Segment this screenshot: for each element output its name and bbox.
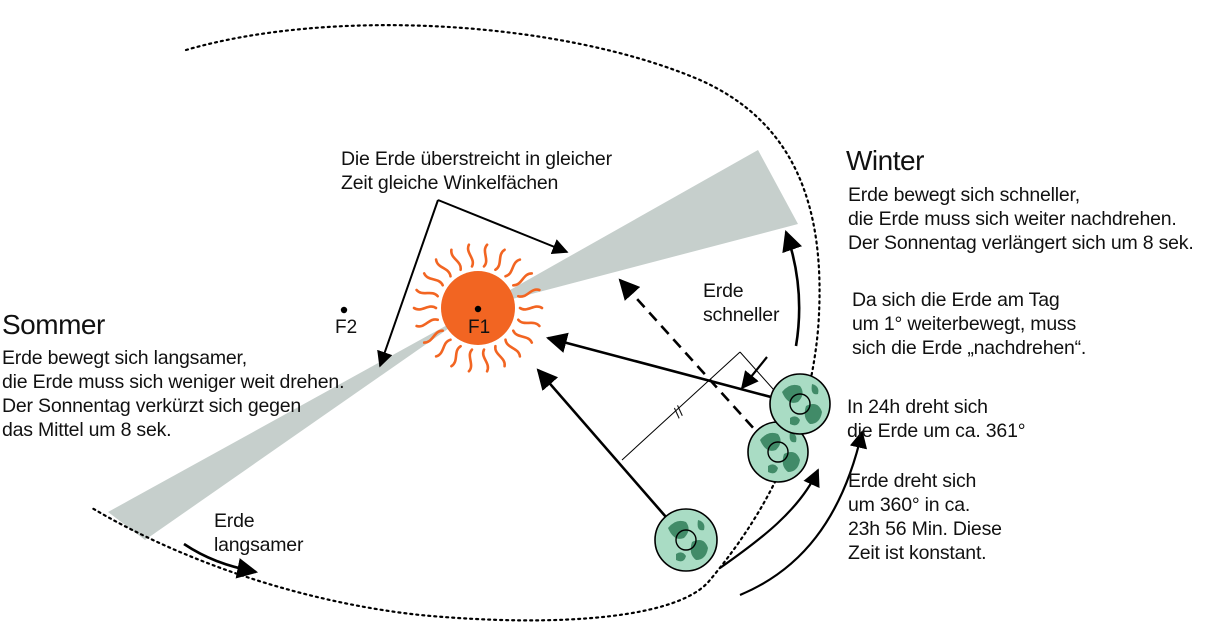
sun-ray	[467, 348, 474, 373]
sun-ray	[481, 348, 490, 373]
sun-ray	[517, 318, 541, 328]
arrow-360-rotation	[719, 468, 820, 569]
winter-desc-line-1: Erde bewegt sich schneller,	[848, 184, 1080, 206]
summer-desc-line-2: die Erde muss sich weniger weit drehen.	[2, 371, 345, 393]
rotation-361-line-1: In 24h dreht sich	[847, 396, 988, 418]
rotation-361-note: In 24h dreht sich die Erde um ca. 361°	[847, 395, 1026, 443]
rotation-360-line-1: Erde dreht sich	[848, 470, 977, 492]
sun-ray	[482, 243, 489, 268]
callout-to-winter-sector	[437, 199, 569, 255]
focus-1-label: F1	[468, 317, 490, 338]
arrow-summer-motion	[183, 542, 259, 579]
summer-description: Erde bewegt sich langsamer, die Erde mus…	[2, 346, 344, 442]
summer-desc-line-1: Erde bewegt sich langsamer,	[2, 347, 247, 369]
focus-2-label: F2	[335, 317, 357, 338]
nachdrehen-note: Da sich die Erde am Tag um 1° weiterbewe…	[852, 288, 1086, 360]
nachdrehen-line-1: Da sich die Erde am Tag	[852, 289, 1060, 311]
callout-to-summer-sector	[377, 199, 439, 368]
sun-ray	[415, 288, 439, 298]
rotation-360-line-3: 23h 56 Min. Diese	[848, 518, 1002, 540]
summer-title: Sommer	[2, 309, 105, 340]
sun-ray	[422, 329, 444, 344]
sun-ray	[494, 248, 506, 272]
sweep-note-line-1: Die Erde überstreicht in gleicher	[341, 148, 612, 170]
earth-c-icon	[769, 373, 831, 435]
sun-ray	[511, 329, 534, 344]
winter-swept-sector	[478, 150, 798, 308]
sun-ray	[422, 272, 444, 287]
sun-ray	[504, 258, 522, 278]
nachdrehen-line-3: sich die Erde „nachdrehen“.	[852, 337, 1087, 359]
sun-ray	[415, 318, 439, 328]
rotation-360-line-4: Zeit ist konstant.	[848, 542, 987, 564]
sun-ray	[504, 338, 522, 358]
sun-ray	[466, 243, 475, 268]
winter-desc-line-2: die Erde muss sich weiter nachdrehen.	[848, 208, 1177, 230]
winter-description: Erde bewegt sich schneller, die Erde mus…	[848, 183, 1194, 255]
sun-ray	[434, 258, 452, 278]
winter-title: Winter	[846, 145, 924, 176]
earth-a-icon	[654, 508, 718, 572]
rotation-360-line-2: um 360° in ca.	[848, 494, 971, 516]
earth-b-icon	[747, 421, 809, 483]
winter-desc-line-3: Der Sonnentag verlängert sich um 8 sek.	[848, 232, 1194, 254]
focus-1-dot	[474, 305, 482, 313]
arrow-earth-a-to-sun	[536, 368, 687, 541]
erde-langsamer-line-1: Erde	[214, 510, 255, 532]
erde-langsamer-line-2: langsamer	[214, 534, 304, 556]
thin-connector	[621, 351, 741, 461]
sun-ray	[450, 344, 462, 368]
sun-ray	[450, 248, 462, 272]
nachdrehen-line-2: um 1° weiterbewegt, muss	[852, 313, 1077, 335]
arrow-361-rotation	[739, 430, 868, 597]
rotation-361-line-2: die Erde um ca. 361°	[847, 420, 1026, 442]
rotation-360-note: Erde dreht sich um 360° in ca. 23h 56 Mi…	[848, 469, 1002, 565]
summer-desc-line-4: das Mittel um 8 sek.	[2, 419, 172, 441]
focus-2-dot	[340, 306, 348, 314]
sun-ray	[412, 305, 438, 311]
erde-schneller-line-1: Erde	[703, 280, 744, 302]
sweep-note-line-2: Zeit gleiche Winkelfächen	[341, 172, 559, 194]
sun-ray	[434, 338, 452, 358]
arrow-winter-motion	[782, 230, 802, 347]
sweep-note: Die Erde überstreicht in gleicher Zeit g…	[341, 147, 612, 195]
sun-ray	[518, 305, 544, 311]
sun-ray	[494, 344, 506, 368]
erde-langsamer-label: Erde langsamer	[214, 509, 303, 557]
sun-ray	[511, 272, 534, 287]
erde-schneller-line-2: schneller	[703, 304, 780, 326]
arrow-earth-c-to-sun	[545, 332, 787, 403]
arrow-erde-schneller	[740, 356, 768, 390]
erde-schneller-label: Erde schneller	[703, 279, 779, 327]
parallel-mark: //	[670, 403, 688, 422]
summer-desc-line-3: Der Sonnentag verkürzt sich gegen	[2, 395, 302, 417]
sun-ray	[517, 288, 541, 298]
arrow-earth-b-dashed	[618, 278, 766, 442]
